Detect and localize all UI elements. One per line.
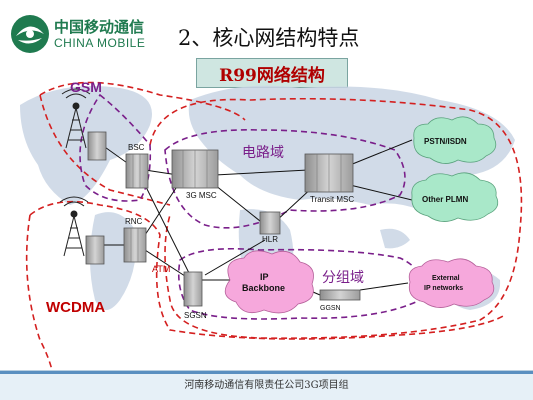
external-label-line2: IP networks xyxy=(424,285,463,292)
footer-accent-line xyxy=(0,371,533,374)
atm-label: ATM xyxy=(152,264,170,274)
ip-backbone-label-line1: IP xyxy=(260,272,269,282)
gsm-domain-outline xyxy=(39,81,246,121)
pstn-label: PSTN/ISDN xyxy=(424,137,467,146)
ip-backbone-label-line2: Backbone xyxy=(242,283,285,293)
bsc-node: BSC xyxy=(125,143,149,189)
network-diagram: BSC RNC 3G MSC Transit MSC HLR xyxy=(20,79,523,370)
3g-msc-node: 3G MSC xyxy=(171,149,219,200)
external-label-line1: External xyxy=(432,275,460,282)
transit-msc-label: Transit MSC xyxy=(310,195,354,204)
bsc-label: BSC xyxy=(128,143,145,152)
other-plmn-cloud: Other PLMN xyxy=(411,172,499,222)
circuit-domain-label: 电路域 xyxy=(242,145,284,161)
hlr-node: HLR xyxy=(259,211,281,244)
wcdma-antenna-icon xyxy=(59,196,89,257)
logo-chinese-text: 中国移动通信 xyxy=(54,18,145,36)
gsm-antenna-icon xyxy=(61,88,91,149)
pstn-cloud: PSTN/ISDN xyxy=(413,116,497,164)
slide-title: 2、核心网结构特点 xyxy=(178,26,360,50)
ip-backbone-cloud: IP Backbone xyxy=(224,250,314,314)
external-ip-cloud: External IP networks xyxy=(408,258,495,308)
transit-msc-node: Transit MSC xyxy=(304,153,354,204)
ggsn-label: GGSN xyxy=(320,305,341,312)
china-mobile-logo: 中国移动通信 CHINA MOBILE xyxy=(8,12,148,60)
wcdma-domain-outline-left xyxy=(25,214,53,370)
sgsn-label: SGSN xyxy=(184,311,207,320)
other-plmn-label: Other PLMN xyxy=(422,195,468,204)
ggsn-node: GGSN xyxy=(319,289,361,312)
wcdma-domain-outline xyxy=(29,200,506,340)
circuit-domain-outline xyxy=(164,129,406,229)
rnc-node: RNC xyxy=(123,217,147,263)
slide-subtitle: R99网络结构 xyxy=(196,58,348,88)
hlr-label: HLR xyxy=(262,235,278,244)
gsm-label: GSM xyxy=(70,79,102,95)
sgsn-node: SGSN xyxy=(183,271,207,320)
rnc-label: RNC xyxy=(125,217,143,226)
gsm-base-station-icon xyxy=(87,131,107,161)
footer-text: 河南移动通信有限责任公司3G项目组 xyxy=(184,380,349,391)
logo-english-text: CHINA MOBILE xyxy=(54,36,146,50)
footer-bar: 河南移动通信有限责任公司3G项目组 xyxy=(0,370,533,400)
core-network-outline xyxy=(149,97,523,339)
china-mobile-emblem-icon xyxy=(11,15,49,53)
wcdma-base-station-icon xyxy=(85,235,105,265)
gsm-access-outline xyxy=(79,93,152,202)
gsm-domain-outline-lower xyxy=(39,94,171,206)
3g-msc-label: 3G MSC xyxy=(186,191,217,200)
wcdma-label: WCDMA xyxy=(46,299,105,316)
packet-domain-label: 分组域 xyxy=(322,270,364,286)
